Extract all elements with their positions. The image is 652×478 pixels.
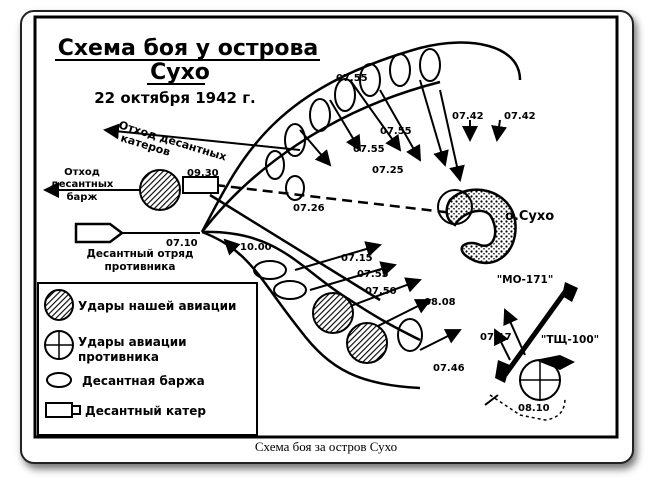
svg-text:08.10: 08.10: [518, 403, 550, 414]
our-air-strike-mark: [346, 322, 388, 364]
svg-text:Удары авиации: Удары авиации: [78, 335, 187, 349]
map-frame: [33, 15, 619, 439]
svg-text:07.10: 07.10: [166, 238, 198, 249]
barge-loops: [253, 48, 441, 352]
svg-text:противника: противника: [78, 350, 159, 364]
svg-text:07.42: 07.42: [504, 111, 536, 122]
ship-mo-171: [502, 283, 573, 377]
svg-text:07.46: 07.46: [433, 363, 465, 374]
island-label: о.Сухо: [505, 209, 554, 224]
time-labels: 07.55 07.55 07.55 07.42 07.42 07.25 07.2…: [166, 73, 550, 414]
svg-text:10.00: 10.00: [240, 242, 272, 253]
our-air-strike-mark: [312, 292, 354, 334]
ship-tsch-100: [535, 355, 575, 370]
svg-text:Десантный катер: Десантный катер: [85, 404, 206, 418]
svg-text:Отход: Отход: [64, 167, 100, 178]
svg-text:"ТЩ-100": "ТЩ-100": [541, 334, 599, 346]
svg-text:07.55: 07.55: [353, 144, 385, 155]
svg-text:Десантный отряд: Десантный отряд: [87, 248, 194, 260]
landing-boat-symbol: [182, 176, 219, 194]
enemy-air-strike-mark: [437, 189, 473, 225]
diagram-title: Схема боя у острова Сухо 22 октября 1942…: [55, 36, 320, 107]
svg-text:противника: противника: [105, 261, 176, 273]
svg-text:07.26: 07.26: [293, 203, 325, 214]
landing-barge-icon: [46, 372, 72, 388]
svg-text:07.55: 07.55: [380, 126, 412, 137]
svg-text:07.15: 07.15: [341, 253, 373, 264]
svg-text:07.25: 07.25: [372, 165, 404, 176]
svg-text:22 октября 1942 г.: 22 октября 1942 г.: [94, 89, 255, 107]
svg-text:07.55: 07.55: [357, 269, 389, 280]
legend: Удары нашей авиации Удары авиации против…: [37, 282, 258, 436]
figure-caption: Схема боя за остров Сухо: [254, 439, 398, 454]
svg-text:Удары нашей авиации: Удары нашей авиации: [78, 299, 236, 313]
svg-text:"МО-171": "МО-171": [497, 274, 554, 286]
our-air-strike-mark: [139, 169, 181, 211]
svg-text:барж: барж: [67, 191, 98, 203]
sukho-island: [445, 188, 517, 265]
svg-text:Схема боя у острова: Схема боя у острова: [58, 36, 319, 61]
svg-text:08.08: 08.08: [424, 297, 456, 308]
enemy-force-arrow: [74, 222, 125, 244]
svg-text:07.50: 07.50: [365, 286, 397, 297]
landing-boat-icon: [45, 402, 81, 418]
movement-arrows: [43, 79, 526, 361]
svg-text:07.42: 07.42: [452, 111, 484, 122]
svg-text:десантных: десантных: [51, 179, 114, 190]
our-air-strike-icon: [44, 289, 74, 321]
svg-text:Сухо: Сухо: [150, 60, 210, 85]
svg-text:09.30: 09.30: [187, 168, 219, 179]
svg-text:Десантная баржа: Десантная баржа: [82, 374, 205, 388]
svg-text:07.17: 07.17: [480, 332, 512, 343]
svg-text:07.55: 07.55: [336, 73, 368, 84]
